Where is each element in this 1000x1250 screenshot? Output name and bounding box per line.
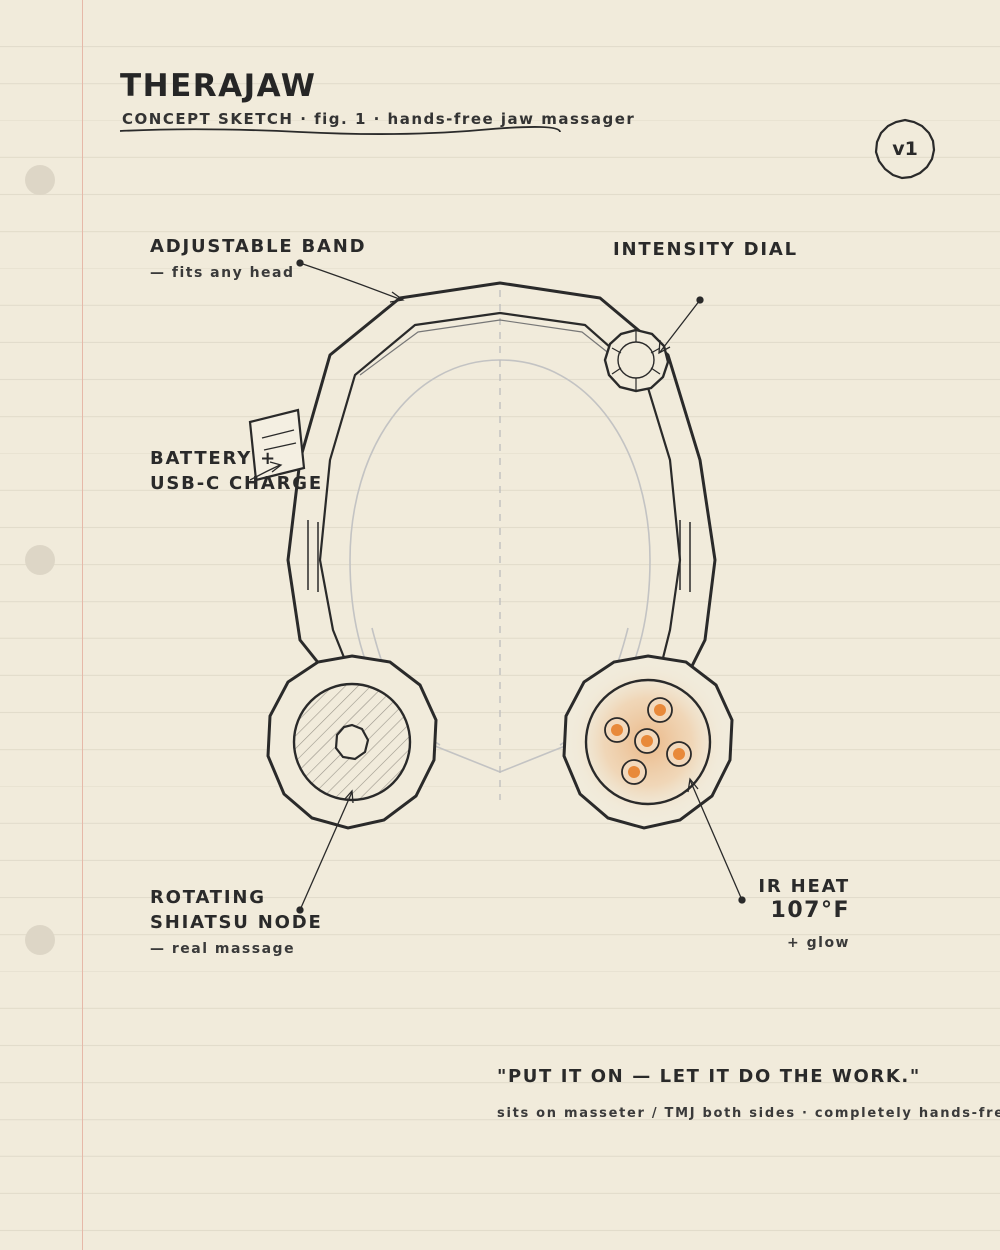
dial-leader: [658, 296, 704, 355]
callout-band-note: — fits any head: [150, 265, 295, 281]
band-leader: [296, 259, 405, 303]
callout-shiatsu-line1: ROTATING: [150, 887, 266, 908]
callout-heat-label: IR HEAT: [758, 876, 850, 897]
heat-node: [634, 728, 660, 754]
heat-node: [621, 759, 647, 785]
callout-heat-note: + glow: [787, 935, 850, 951]
callout-dial-label: INTENSITY DIAL: [613, 239, 798, 260]
shiatsu-pod: [266, 654, 438, 830]
shiatsu-leader: [296, 789, 354, 914]
intensity-dial: [603, 328, 670, 393]
headband: [286, 281, 717, 691]
heat-node: [604, 717, 630, 743]
battery-leader: [249, 461, 283, 481]
binder-hole-top: [25, 165, 55, 195]
callout-shiatsu-line2: SHIATSU NODE: [150, 912, 323, 933]
version-badge-circle: [874, 118, 936, 180]
callout-leaders: [249, 259, 746, 914]
version-badge: v1: [874, 118, 936, 180]
footer-tagline: sits on masseter / TMJ both sides · comp…: [497, 1106, 1000, 1121]
callout-battery-line1: BATTERY +: [150, 448, 277, 469]
version-label: v1: [892, 138, 918, 160]
footer-quote: "PUT IT ON — LET IT DO THE WORK.": [497, 1066, 921, 1087]
shiatsu-node: [334, 723, 370, 761]
heat-leader: [687, 777, 746, 904]
heat-node: [647, 697, 673, 723]
heat-nodes: [604, 697, 692, 785]
page-title: THERAJAW: [120, 68, 317, 104]
subtitle-underline: [119, 126, 561, 135]
callout-band-label: ADJUSTABLE BAND: [150, 236, 367, 257]
callout-battery-line2: USB-C CHARGE: [150, 473, 323, 494]
callout-shiatsu-note: — real massage: [150, 941, 296, 957]
heat-node: [666, 741, 692, 767]
notebook-margin-line: [82, 0, 83, 1250]
page-subtitle: CONCEPT SKETCH · fig. 1 · hands-free jaw…: [122, 110, 636, 128]
battery-module: [248, 408, 306, 482]
binder-hole-middle: [25, 545, 55, 575]
callout-heat-value: 107°F: [770, 898, 850, 923]
binder-hole-bottom: [25, 925, 55, 955]
